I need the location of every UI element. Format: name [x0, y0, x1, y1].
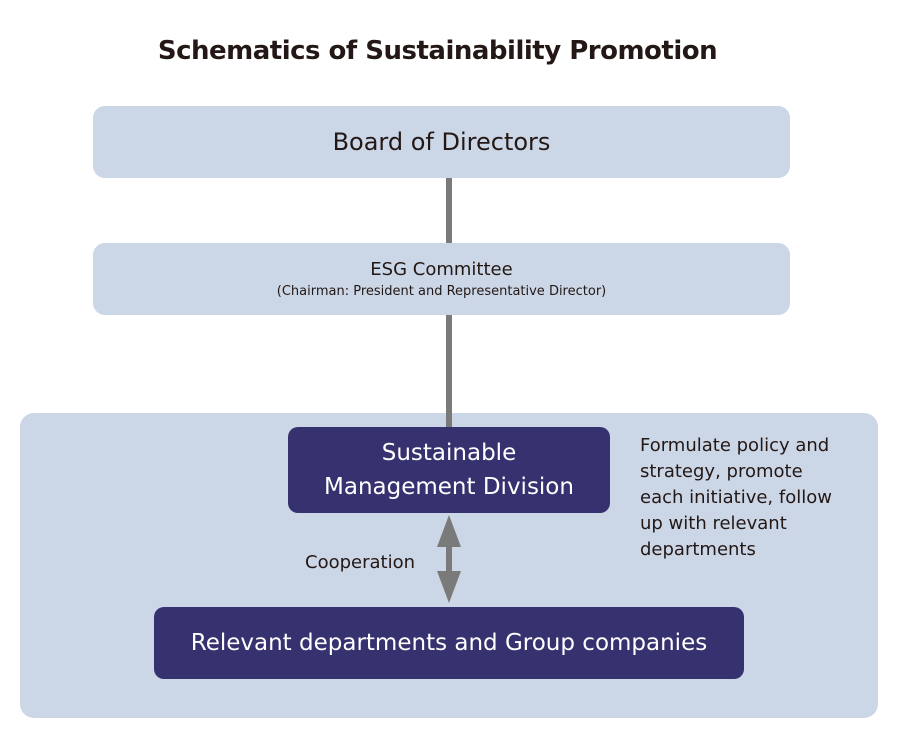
description-line: up with relevant — [640, 513, 787, 534]
smd-line1: Sustainable — [381, 440, 517, 466]
description-text: Formulate policy and strategy, promote e… — [640, 433, 832, 563]
cooperation-label: Cooperation — [305, 552, 416, 573]
sustainable-management-division-box: Sustainable Management Division — [288, 427, 610, 513]
board-label: Board of Directors — [332, 128, 551, 156]
smd-line2: Management Division — [324, 474, 574, 500]
relevant-departments-box: Relevant departments and Group companies — [154, 607, 744, 679]
relevant-label: Relevant departments and Group companies — [190, 630, 708, 656]
esg-label: ESG Committee — [370, 259, 513, 280]
description-line: departments — [640, 539, 756, 560]
esg-committee-box: ESG Committee (Chairman: President and R… — [93, 243, 790, 315]
description-line: Formulate policy and — [640, 435, 830, 456]
description-line: each initiative, follow — [640, 487, 832, 508]
board-of-directors-box: Board of Directors — [93, 106, 790, 178]
diagram-title: Schematics of Sustainability Promotion — [157, 36, 718, 66]
description-line: strategy, promote — [640, 461, 803, 482]
esg-chair: (Chairman: President and Representative … — [276, 284, 607, 299]
bidirectional-arrow-icon — [437, 515, 461, 603]
